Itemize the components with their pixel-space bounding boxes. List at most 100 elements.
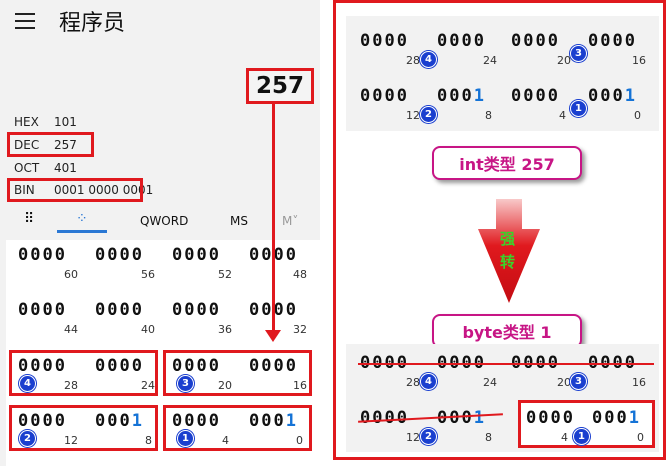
group-2-highlight xyxy=(9,405,158,451)
bit-position: 4 xyxy=(222,434,229,447)
group-3-highlight xyxy=(163,350,312,396)
nibble: 0000 xyxy=(360,31,409,51)
tab-m-dropdown[interactable]: M˅ xyxy=(282,214,299,228)
bit-position: 28 xyxy=(406,376,420,389)
byte-type-label: byte类型 1 xyxy=(432,314,582,348)
bit-position: 4 xyxy=(561,431,568,444)
badge-1: 1 xyxy=(573,428,590,445)
nibble[interactable]: 0000 xyxy=(172,300,221,320)
set-bit: 1 xyxy=(473,86,486,106)
bit-position: 28 xyxy=(64,379,78,392)
badge-4: 4 xyxy=(19,375,36,392)
bit-position: 24 xyxy=(141,379,155,392)
bit-position: 24 xyxy=(483,376,497,389)
nibble-zeros: 000 xyxy=(249,411,286,431)
group-4-highlight xyxy=(9,350,158,396)
nibble[interactable]: 0001 xyxy=(95,411,144,431)
nibble: 0000 xyxy=(437,31,486,51)
bit-position: 0 xyxy=(634,109,641,122)
radix-bin[interactable]: BIN 0001 0000 0001 xyxy=(14,183,153,197)
nibble: 0001 xyxy=(588,86,637,106)
nibble[interactable]: 0000 xyxy=(18,411,67,431)
radix-label: BIN xyxy=(14,183,35,197)
badge-2: 2 xyxy=(420,428,437,445)
pointer-arrow-head xyxy=(265,330,281,342)
annotation-panel: 0000 0000 0000 0000 28 24 20 16 4 3 0000… xyxy=(333,0,666,460)
nibble: 0000 xyxy=(360,408,409,428)
tab-ms[interactable]: MS xyxy=(230,214,248,228)
bit-position: 0 xyxy=(637,431,644,444)
bit-position: 44 xyxy=(64,323,78,336)
nibble[interactable]: 0000 xyxy=(172,245,221,265)
badge-3: 3 xyxy=(177,375,194,392)
keypad-icon[interactable]: ⠿ xyxy=(24,211,35,227)
nibble[interactable]: 0000 xyxy=(18,300,67,320)
nibble: 0000 xyxy=(588,31,637,51)
nibble[interactable]: 0000 xyxy=(95,245,144,265)
bit-toggle-icon[interactable]: ⁘ xyxy=(76,211,88,227)
int-type-label: int类型 257 xyxy=(432,146,582,180)
nibble: 0001 xyxy=(592,408,641,428)
bit-position: 20 xyxy=(557,376,571,389)
pointer-arrow-line xyxy=(272,104,275,332)
bit-position: 8 xyxy=(145,434,152,447)
nibble[interactable]: 0000 xyxy=(18,356,67,376)
cast-text-1: 强 xyxy=(500,230,516,248)
set-bit: 1 xyxy=(285,411,298,431)
nibble: 0000 xyxy=(526,408,575,428)
set-bit: 1 xyxy=(473,408,486,428)
badge-3: 3 xyxy=(570,45,587,62)
nibble: 0001 xyxy=(437,408,486,428)
set-bit: 1 xyxy=(628,408,641,428)
nibble[interactable]: 0000 xyxy=(172,411,221,431)
nibble[interactable]: 0000 xyxy=(249,356,298,376)
bit-position: 16 xyxy=(632,54,646,67)
bit-position: 0 xyxy=(296,434,303,447)
bin-highlight xyxy=(7,178,143,202)
nibble-zeros: 000 xyxy=(95,411,132,431)
nibble-zeros: 000 xyxy=(437,408,474,428)
nibble[interactable]: 0000 xyxy=(95,356,144,376)
nibble[interactable]: 0001 xyxy=(249,411,298,431)
bit-position: 20 xyxy=(218,379,232,392)
bit-position: 48 xyxy=(293,268,307,281)
radix-value: 257 xyxy=(54,138,77,152)
dec-highlight xyxy=(7,132,94,157)
bit-position: 32 xyxy=(293,323,307,336)
bit-position: 16 xyxy=(293,379,307,392)
display-value: 257 xyxy=(246,68,314,104)
nibble[interactable]: 0000 xyxy=(172,356,221,376)
badge-1: 1 xyxy=(177,430,194,447)
hamburger-icon[interactable] xyxy=(15,13,35,34)
cast-arrow xyxy=(478,199,540,303)
bit-position: 12 xyxy=(406,109,420,122)
bit-position: 56 xyxy=(141,268,155,281)
radix-value: 0001 0000 0001 xyxy=(54,183,154,197)
nibble-zeros: 000 xyxy=(437,86,474,106)
radix-dec[interactable]: DEC 257 xyxy=(14,138,77,152)
bit-position: 4 xyxy=(559,109,566,122)
nibble: 0000 xyxy=(511,86,560,106)
radix-label: DEC xyxy=(14,138,40,152)
nibble[interactable]: 0000 xyxy=(18,245,67,265)
badge-4: 4 xyxy=(420,51,437,68)
app-title: 程序员 xyxy=(59,11,126,36)
nibble: 0001 xyxy=(437,86,486,106)
bit-position: 52 xyxy=(218,268,232,281)
bit-position: 16 xyxy=(632,376,646,389)
badge-4: 4 xyxy=(420,373,437,390)
tab-bar: ⠿ ⁘ QWORD MS M˅ xyxy=(0,206,320,236)
byte-highlight xyxy=(518,400,655,448)
set-bit: 1 xyxy=(624,86,637,106)
bit-position: 12 xyxy=(64,434,78,447)
bit-position: 36 xyxy=(218,323,232,336)
badge-2: 2 xyxy=(19,430,36,447)
bit-position: 28 xyxy=(406,54,420,67)
tab-qword[interactable]: QWORD xyxy=(140,214,189,228)
nibble[interactable]: 0000 xyxy=(95,300,144,320)
bit-position: 20 xyxy=(557,54,571,67)
cast-text-2: 转 xyxy=(500,253,516,271)
group-1-highlight xyxy=(163,405,312,451)
